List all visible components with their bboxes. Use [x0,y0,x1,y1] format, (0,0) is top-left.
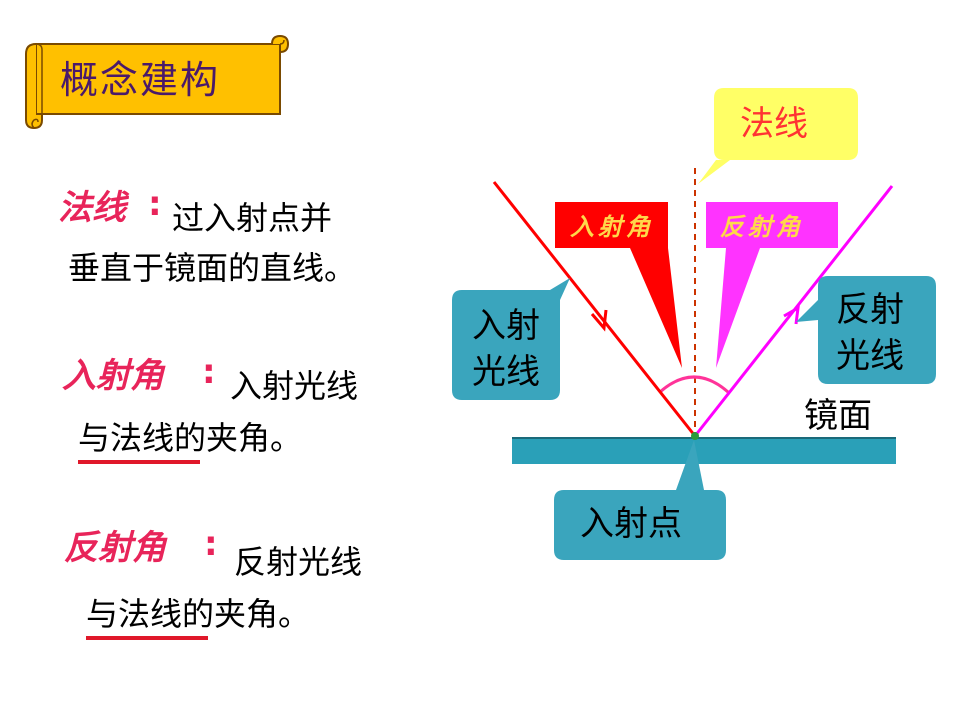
incident-angle-pointer [555,202,682,368]
incident-angle-label: 入射角 [570,212,654,241]
incident-angle-underline [78,460,200,464]
reflection-angle-colon: : [204,524,218,564]
reflected-ray-label-line2: 光线 [836,336,904,376]
incident-angle-colon: : [202,352,216,392]
page-title: 概念建构 [60,58,221,102]
normal-definition-line2: 垂直于镜面的直线。 [68,249,357,287]
incidence-point-dot [691,432,699,440]
reflection-angle-underline [86,636,208,640]
incident-ray-label-line1: 入射 [472,306,540,346]
incident-angle-definition-line1: 入射光线 [230,367,359,405]
reflected-ray-label-line1: 反射 [836,290,904,330]
angle-arc [659,375,729,394]
incident-ray [492,181,697,437]
normal-callout-label: 法线 [740,104,808,144]
normal-callout [698,88,858,184]
normal-colon: : [148,184,162,224]
incident-ray-label-line2: 光线 [472,352,540,392]
normal-term: 法线 [58,188,126,228]
reflection-angle-pointer [706,202,838,368]
reflection-angle-term: 反射角 [64,528,166,568]
incidence-point-label: 入射点 [580,504,682,544]
reflection-angle-definition-line2: 与法线的夹角。 [86,595,311,633]
incident-ray-arrow [590,309,608,332]
mirror-surface [512,438,896,464]
reflected-ray-arrow [783,305,800,325]
mirror-label: 镜面 [804,396,872,436]
incident-ray-callout [452,278,570,400]
incident-angle-term: 入射角 [62,356,164,396]
reflection-angle-definition-line1: 反射光线 [234,543,363,581]
normal-definition-line1: 过入射点并 [172,199,333,237]
reflected-ray-callout [796,276,936,384]
title-banner [25,34,290,130]
reflection-angle-label: 反射角 [720,212,804,241]
incident-angle-definition-line2: 与法线的夹角。 [78,419,303,457]
incidence-point-callout [554,440,726,560]
